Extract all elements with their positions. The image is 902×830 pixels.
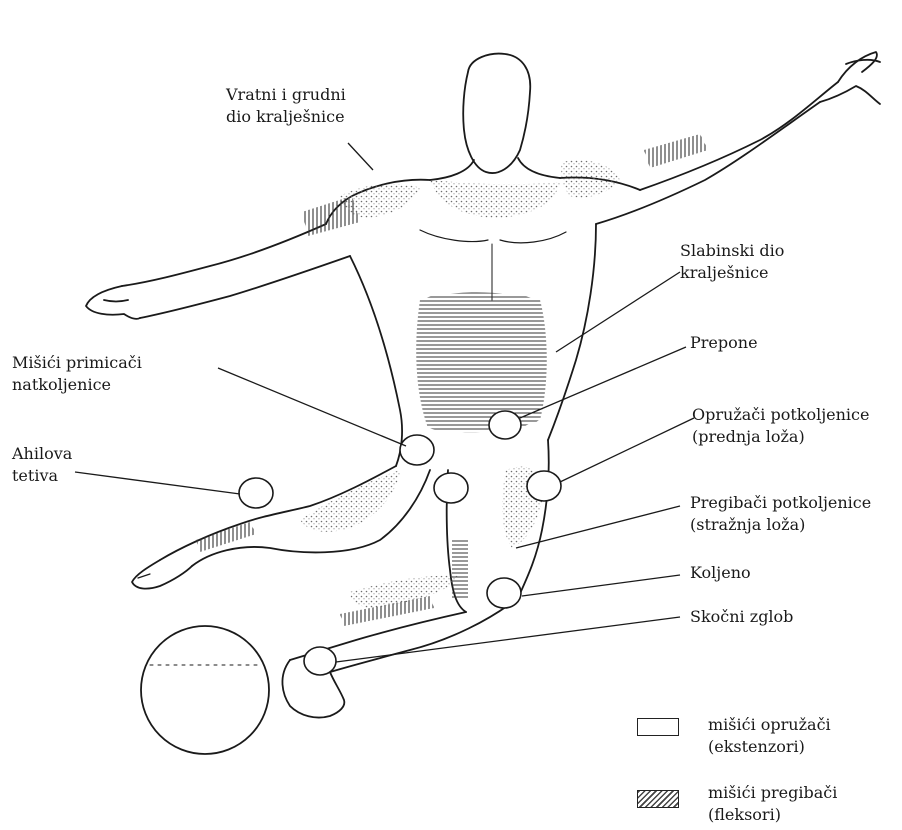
legend-extensor-swatch xyxy=(637,718,679,736)
flexor-regions xyxy=(196,134,708,626)
label-ankle: Skočni zglob xyxy=(690,606,793,628)
knee-marker xyxy=(487,578,521,608)
right-shoulder-dots xyxy=(561,160,620,197)
quad-marker xyxy=(527,471,561,501)
adductor-marker xyxy=(400,435,434,465)
ankle-marker xyxy=(304,647,336,675)
label-cervical-spine: Vratni i grudni dio kralješnice xyxy=(226,84,346,128)
shoulder-dots xyxy=(340,184,420,218)
left-arm xyxy=(122,224,326,286)
ball xyxy=(141,626,269,754)
label-groin: Prepone xyxy=(690,332,758,354)
groin-marker xyxy=(489,411,521,439)
legend-flexor-label: mišići pregibači (fleksori) xyxy=(708,782,837,826)
achilles-marker xyxy=(239,478,273,508)
label-adductors: Mišići primicači natkoljenice xyxy=(12,352,142,396)
legend-flexor-swatch xyxy=(637,790,679,808)
head xyxy=(463,54,530,173)
chest-dots xyxy=(430,180,560,218)
forearm-hatch xyxy=(644,134,708,168)
label-knee: Koljeno xyxy=(690,562,751,584)
abdomen-hatch xyxy=(416,293,547,433)
legend-extensor-label: mišići opružači (ekstenzori) xyxy=(708,714,831,758)
label-lumbar-spine: Slabinski dio kralješnice xyxy=(680,240,784,284)
label-quadriceps: Opružači potkoljenice (prednja loža) xyxy=(692,404,869,448)
label-achilles: Ahilova tetiva xyxy=(12,443,72,487)
raised-arm xyxy=(640,82,838,190)
hip-marker xyxy=(434,473,468,503)
thigh-back-hatch xyxy=(452,540,468,600)
back-thigh-dots xyxy=(300,470,400,532)
label-hamstrings: Pregibači potkoljenice (stražnja loža) xyxy=(690,492,871,536)
